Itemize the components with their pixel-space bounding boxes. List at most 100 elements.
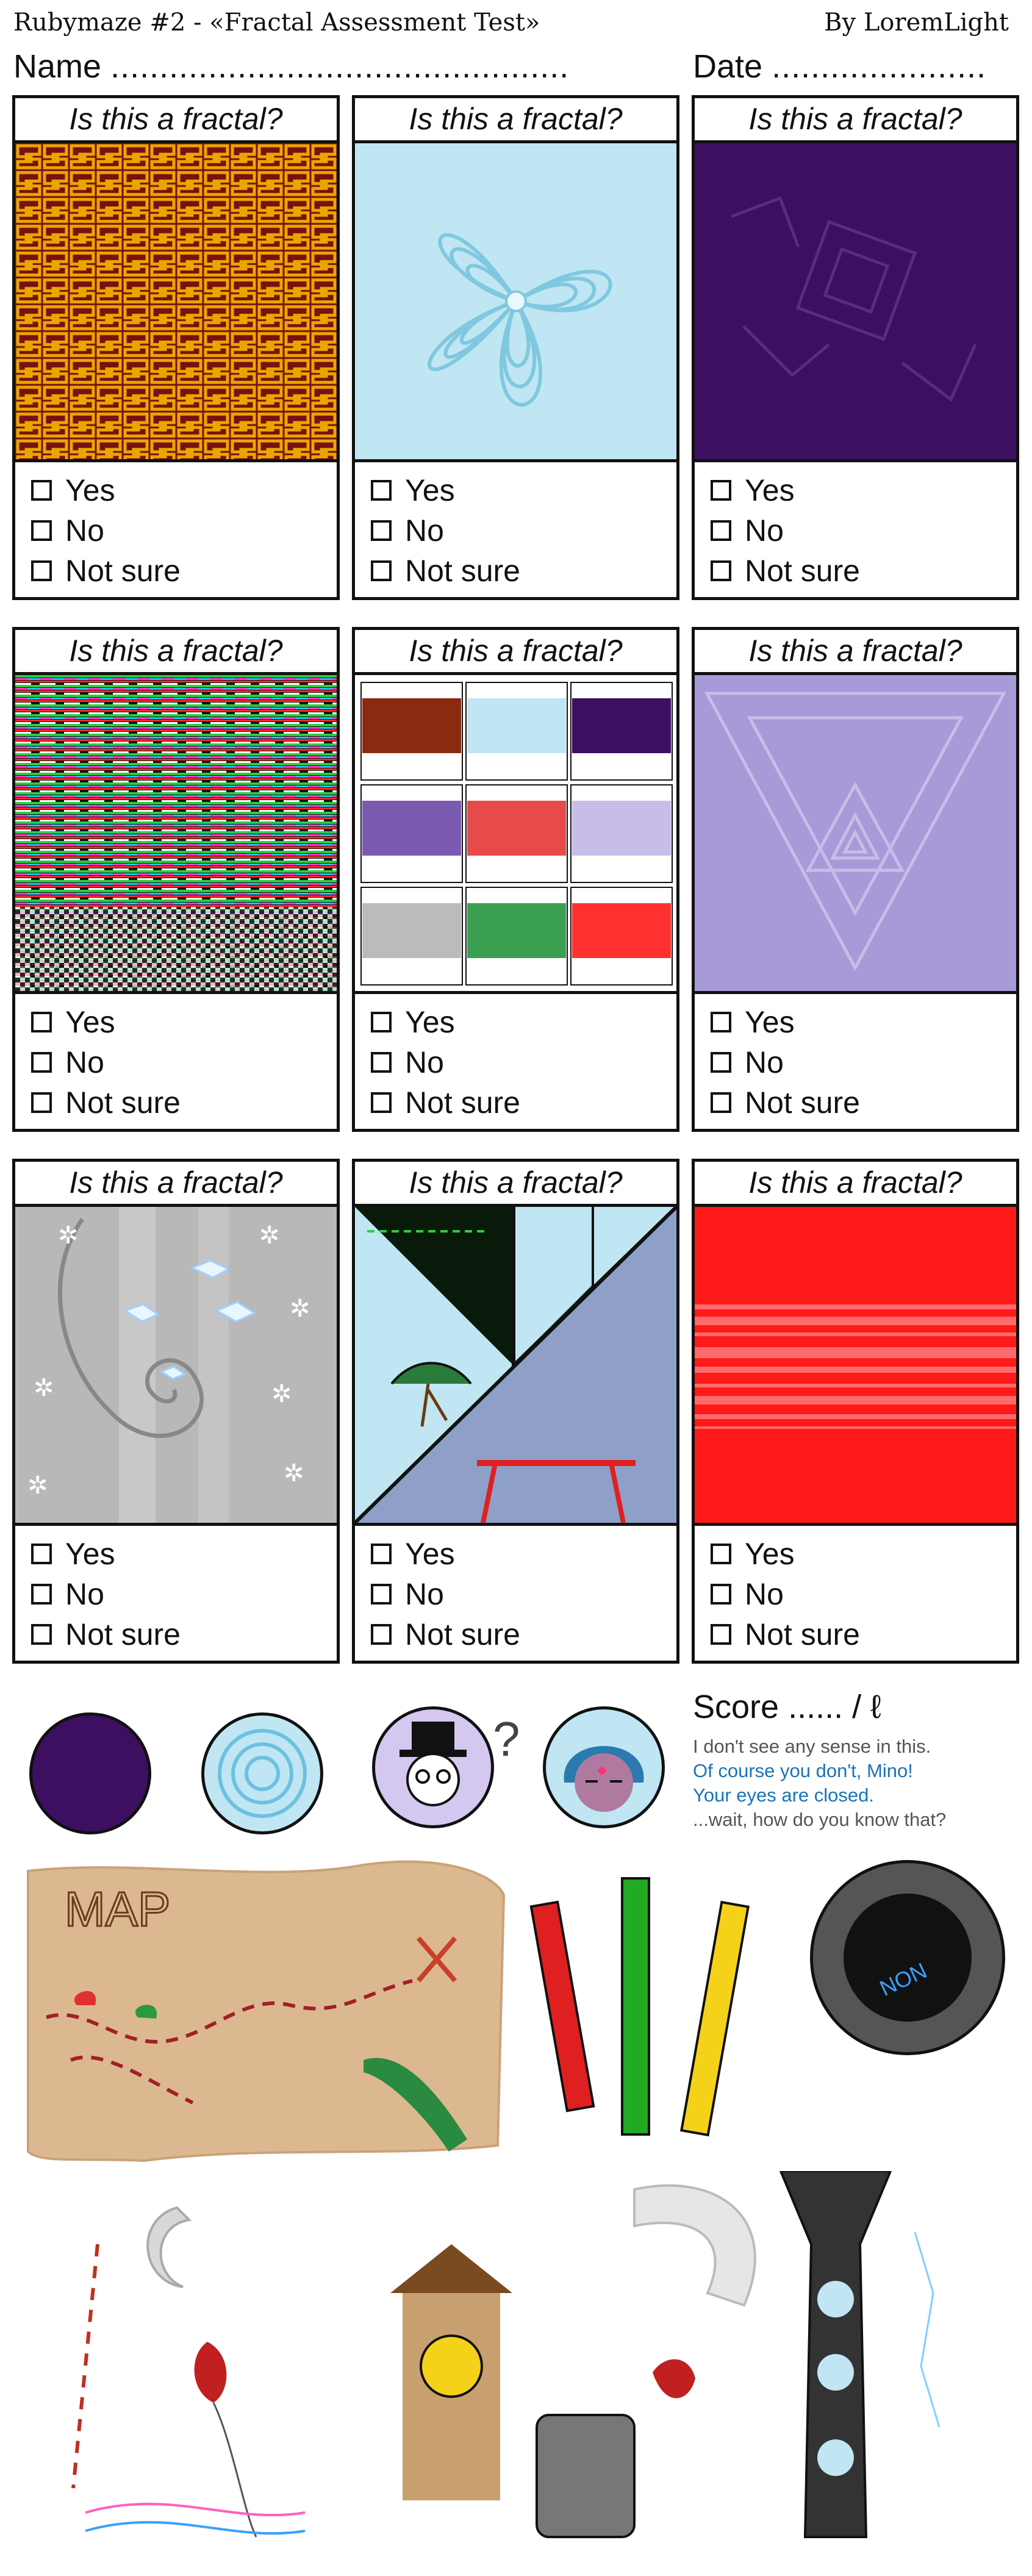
option-not-sure[interactable]: Not sure (711, 1082, 860, 1123)
fractal-image-purple (695, 143, 1016, 462)
checkbox[interactable] (31, 1584, 52, 1605)
question-card-7: Is this a fractal? ✲✲✲✲✲✲✲ Yes No Not su… (12, 1159, 340, 1664)
checkbox[interactable] (31, 1052, 52, 1073)
option-yes[interactable]: Yes (711, 1002, 860, 1042)
dialogue-line: ...wait, how do you know that? (693, 1809, 947, 1830)
option-not-sure[interactable]: Not sure (31, 1614, 181, 1655)
option-not-sure[interactable]: Not sure (371, 1082, 520, 1123)
checkbox[interactable] (371, 1624, 392, 1645)
checkbox[interactable] (31, 520, 52, 541)
question-text: Is this a fractal? (355, 630, 676, 675)
question-text: Is this a fractal? (695, 630, 1016, 675)
fractal-image-maze (15, 143, 337, 462)
svg-text:✲: ✲ (34, 1374, 54, 1402)
purple-orb-icon (29, 1712, 151, 1834)
checkbox[interactable] (371, 480, 392, 501)
treasure-map: MAP (22, 1859, 510, 2164)
question-card-9: Is this a fractal? Yes No Not sure (692, 1159, 1019, 1664)
option-not-sure[interactable]: Not sure (711, 551, 860, 591)
option-not-sure[interactable]: Not sure (31, 1082, 181, 1123)
checkbox[interactable] (31, 560, 52, 581)
option-not-sure[interactable]: Not sure (31, 551, 181, 591)
dialogue: I don't see any sense in this. Of course… (693, 1734, 946, 1832)
answer-options: Yes No Not sure (711, 1002, 860, 1123)
option-yes[interactable]: Yes (711, 470, 860, 510)
checkbox[interactable] (31, 480, 52, 501)
dialogue-line: I don't see any sense in this. (693, 1736, 931, 1757)
page-header: Rubymaze #2 - «Fractal Assessment Test» … (0, 0, 1032, 48)
checkbox[interactable] (31, 1092, 52, 1113)
question-card-4: Is this a fractal? Yes No No (12, 627, 340, 1132)
option-no[interactable]: No (31, 1574, 181, 1614)
answer-options: Yes No Not sure (711, 470, 860, 591)
checkbox[interactable] (371, 1092, 392, 1113)
question-card-6: Is this a fractal? Yes No Not sure (692, 627, 1019, 1132)
compass-icon: NON (810, 1860, 1005, 2055)
svg-text:✲: ✲ (284, 1459, 304, 1487)
checkbox[interactable] (711, 520, 731, 541)
question-card-3: Is this a fractal? Yes No Not sure (692, 95, 1019, 600)
checkbox[interactable] (711, 560, 731, 581)
author-credit: By LoremLight (824, 9, 1009, 37)
option-no[interactable]: No (31, 510, 181, 551)
checkbox[interactable] (711, 480, 731, 501)
name-field[interactable]: Name ...................................… (13, 48, 569, 85)
option-not-sure[interactable]: Not sure (711, 1614, 860, 1655)
option-no[interactable]: No (371, 1042, 520, 1082)
question-card-2: Is this a fractal? Yes No Not sure (352, 95, 679, 600)
checkbox[interactable] (371, 1544, 392, 1564)
option-yes[interactable]: Yes (371, 1534, 520, 1574)
checkbox[interactable] (711, 1624, 731, 1645)
character-avatar-top-hat (372, 1706, 494, 1828)
question-text: Is this a fractal? (355, 98, 676, 143)
fractal-image-glitch (15, 675, 337, 994)
checkbox[interactable] (371, 1012, 392, 1032)
answer-options: Yes No Not sure (31, 470, 181, 591)
answer-options: Yes No Not sure (711, 1534, 860, 1655)
checkbox[interactable] (31, 1544, 52, 1564)
question-text: Is this a fractal? (695, 1162, 1016, 1207)
checkbox[interactable] (371, 560, 392, 581)
checkbox[interactable] (711, 1052, 731, 1073)
question-card-8: Is this a fractal? Yes No Not sure (352, 1159, 679, 1664)
checkbox[interactable] (711, 1092, 731, 1113)
answer-options: Yes No Not sure (31, 1002, 181, 1123)
checkbox[interactable] (31, 1624, 52, 1645)
option-no[interactable]: No (371, 1574, 520, 1614)
fractal-image-blue-swirl (355, 143, 676, 462)
dialogue-line: Of course you don't, Mino! (693, 1760, 913, 1781)
fractal-image-triangles (695, 675, 1016, 994)
option-yes[interactable]: Yes (31, 1534, 181, 1574)
question-mark-icon: ? (493, 1712, 520, 1766)
question-text: Is this a fractal? (15, 1162, 337, 1207)
checkbox[interactable] (371, 1584, 392, 1605)
fractal-image-nested-scene (355, 1207, 676, 1526)
checkbox[interactable] (371, 520, 392, 541)
svg-text:✲: ✲ (271, 1380, 292, 1408)
option-yes[interactable]: Yes (31, 1002, 181, 1042)
answer-options: Yes No Not sure (31, 1534, 181, 1655)
checkbox[interactable] (711, 1544, 731, 1564)
option-yes[interactable]: Yes (371, 470, 520, 510)
option-not-sure[interactable]: Not sure (371, 551, 520, 591)
map-title: MAP (65, 1882, 170, 1936)
checkbox[interactable] (711, 1012, 731, 1032)
question-text: Is this a fractal? (695, 98, 1016, 143)
option-yes[interactable]: Yes (371, 1002, 520, 1042)
option-no[interactable]: No (711, 1042, 860, 1082)
option-yes[interactable]: Yes (31, 470, 181, 510)
name-label: Name (13, 48, 102, 85)
option-no[interactable]: No (371, 510, 520, 551)
date-field[interactable]: Date ...................... (693, 48, 986, 85)
option-no[interactable]: No (711, 510, 860, 551)
pencils-illustration (525, 1866, 756, 2183)
checkbox[interactable] (711, 1584, 731, 1605)
option-not-sure[interactable]: Not sure (371, 1614, 520, 1655)
option-yes[interactable]: Yes (711, 1534, 860, 1574)
svg-text:✲: ✲ (290, 1295, 310, 1323)
checkbox[interactable] (31, 1012, 52, 1032)
checkbox[interactable] (371, 1052, 392, 1073)
question-text: Is this a fractal? (15, 98, 337, 143)
option-no[interactable]: No (711, 1574, 860, 1614)
option-no[interactable]: No (31, 1042, 181, 1082)
